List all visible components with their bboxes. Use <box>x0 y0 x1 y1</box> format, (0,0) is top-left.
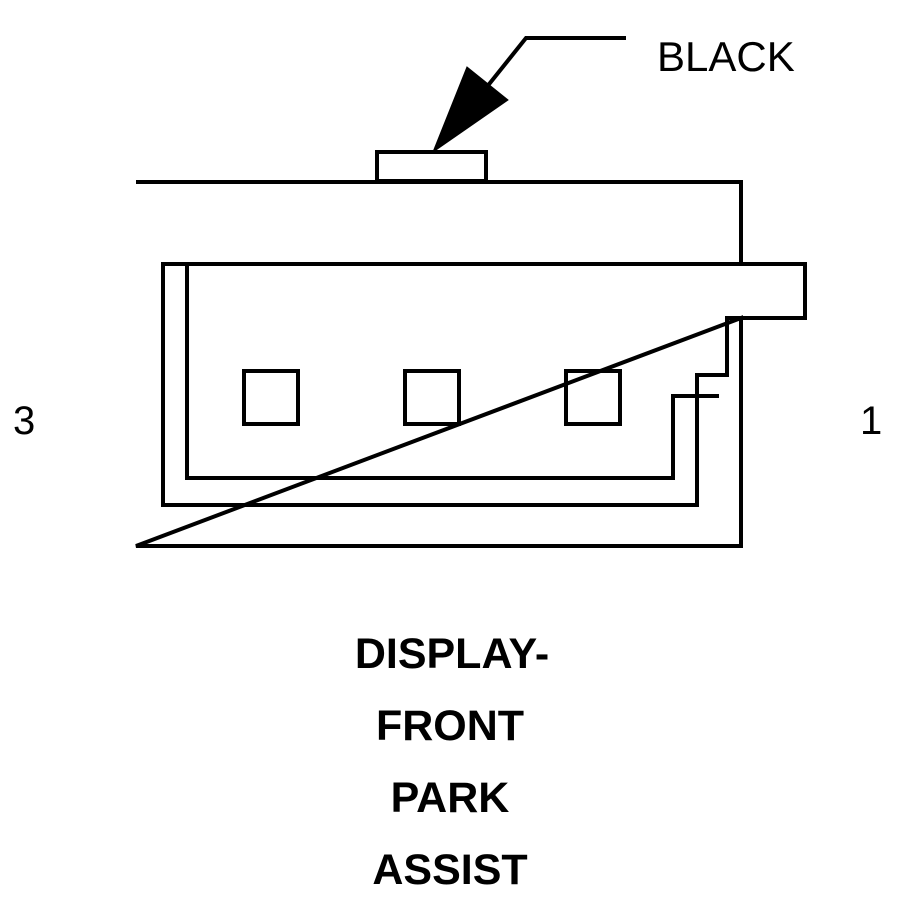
connector-title-line: FRONT <box>375 702 525 750</box>
connector-title: DISPLAY- FRONT PARK ASSIST <box>0 630 900 918</box>
pin-number-right: 1 <box>860 399 883 443</box>
connector-title-line: ASSIST <box>372 846 528 894</box>
pin-cavity-2 <box>403 369 461 426</box>
connector-title-line: DISPLAY- <box>354 630 550 678</box>
cavity-inner-wall <box>185 264 719 480</box>
pin-cavity-3 <box>242 369 300 426</box>
leader-arrow-icon <box>431 66 509 154</box>
locking-tab <box>375 150 488 183</box>
cavity-outer-wall <box>161 262 807 507</box>
color-leader-line <box>484 36 626 90</box>
pin-number-left: 3 <box>13 399 36 443</box>
connector-housing <box>135 180 743 548</box>
connector-title-line: PARK <box>390 774 510 822</box>
connector-color-label: BLACK <box>657 33 795 80</box>
pin-cavity-1 <box>564 369 622 426</box>
